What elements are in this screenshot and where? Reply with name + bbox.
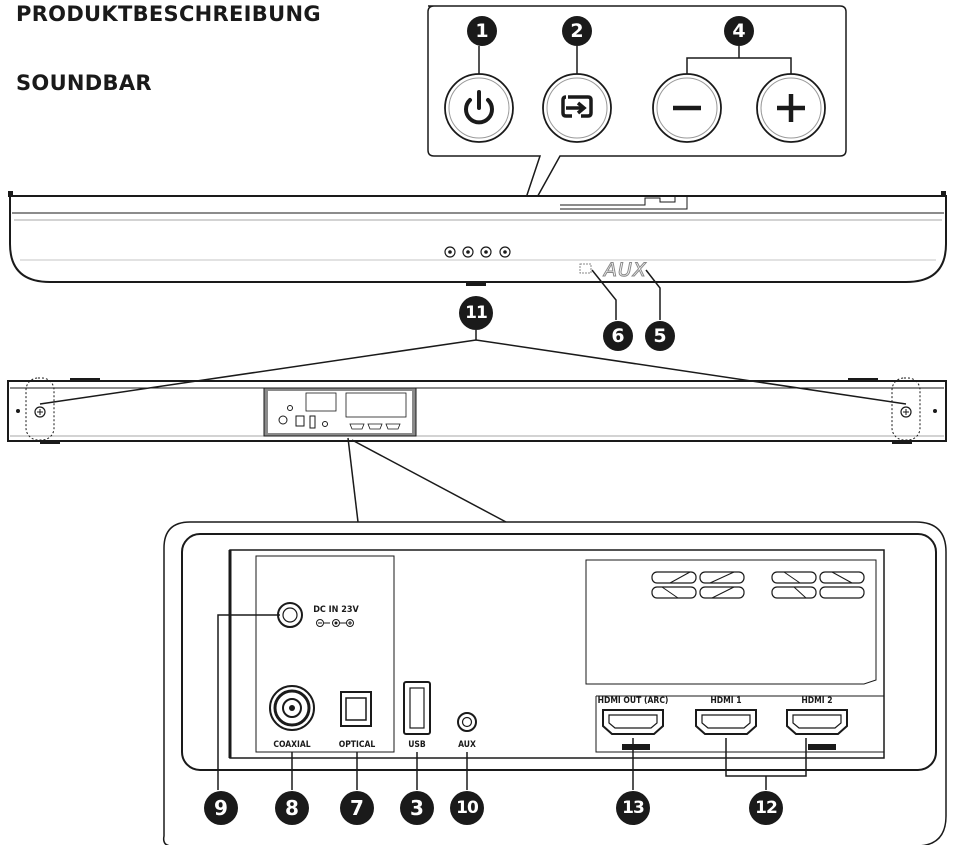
dc-in-port	[277, 602, 303, 628]
coaxial-port	[269, 685, 315, 731]
hdmi-1-port	[695, 709, 757, 735]
page-title: PRODUKTBESCHREIBUNG	[16, 2, 321, 26]
callout-4: 4	[724, 16, 754, 46]
svg-text:11: 11	[465, 303, 487, 323]
hdmi-out-arc-port	[602, 709, 664, 735]
svg-text:3: 3	[410, 796, 424, 820]
coaxial-label: COAXIAL	[273, 740, 310, 750]
callout-6: 6	[603, 321, 633, 351]
svg-text:12: 12	[755, 798, 777, 818]
power-icon	[464, 90, 494, 125]
dc-polarity-icon	[316, 619, 354, 627]
hdmi-2-port	[786, 709, 848, 735]
rear-mini-port-panel	[263, 387, 417, 437]
svg-text:7: 7	[350, 796, 364, 820]
product-subtitle: SOUNDBAR	[16, 71, 152, 95]
callout-3: 3	[400, 791, 434, 825]
callout-12: 12	[749, 791, 783, 825]
usb-label: USB	[408, 740, 426, 750]
callout-5: 5	[645, 321, 675, 351]
volume-down-button[interactable]	[652, 73, 722, 143]
soundbar-front-view: AUX	[8, 191, 947, 286]
hdmi-out-label: HDMI OUT (ARC)	[598, 696, 669, 706]
svg-text:6: 6	[611, 325, 624, 347]
svg-text:13: 13	[622, 798, 644, 818]
hdmi-2-label: HDMI 2	[801, 696, 832, 706]
source-input-icon	[561, 95, 593, 118]
optical-label: OPTICAL	[339, 740, 376, 750]
aux-label: AUX	[458, 740, 476, 750]
source-button[interactable]	[542, 73, 612, 143]
wall-mount-left	[25, 377, 55, 441]
callout-7: 7	[340, 791, 374, 825]
callout-1: 1	[467, 16, 497, 46]
callout-8: 8	[275, 791, 309, 825]
callout-11: 11	[459, 296, 493, 330]
svg-text:2: 2	[570, 20, 583, 42]
wall-mount-right	[891, 377, 921, 441]
svg-text:10: 10	[456, 798, 479, 818]
front-small-buttons	[444, 246, 511, 258]
svg-text:8: 8	[285, 796, 299, 820]
svg-text:1: 1	[475, 20, 488, 42]
svg-text:9: 9	[214, 796, 228, 820]
optical-port	[340, 691, 372, 727]
callout-2: 2	[562, 16, 592, 46]
dc-in-label: DC IN 23V	[313, 605, 359, 615]
hdmi-1-label: HDMI 1	[710, 696, 741, 706]
svg-text:5: 5	[653, 325, 666, 347]
power-button[interactable]	[444, 73, 514, 143]
remote-sensor	[579, 263, 592, 274]
display-text: AUX	[602, 259, 647, 281]
usb-port	[403, 681, 431, 735]
vent-slots	[651, 571, 865, 599]
callout-10: 10	[450, 791, 484, 825]
volume-up-button[interactable]	[756, 73, 826, 143]
plus-icon	[777, 94, 805, 122]
soundbar-rear-view	[7, 377, 947, 444]
aux-port	[457, 712, 477, 732]
callout-9: 9	[204, 791, 238, 825]
callout-13: 13	[616, 791, 650, 825]
svg-text:4: 4	[732, 20, 745, 42]
